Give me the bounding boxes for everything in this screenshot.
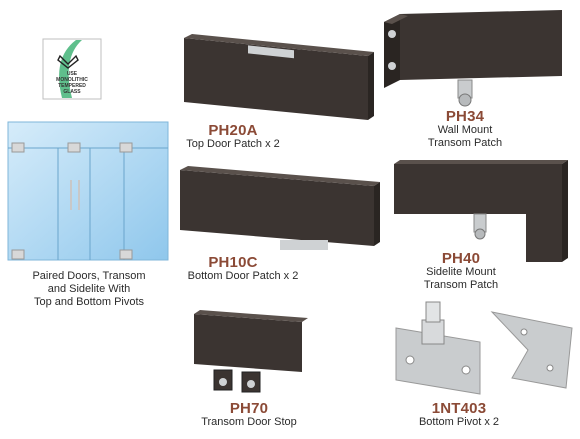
tempered-glass-badge: USE MONOLITHIC TEMPERED GLASS	[42, 38, 102, 100]
item-desc-1nt403: Bottom Pivot x 2	[394, 416, 524, 429]
badge-line-1: USE	[67, 71, 78, 77]
item-code-1nt403: 1NT403	[431, 400, 487, 417]
item-code-ph40: PH40	[441, 250, 481, 267]
badge-line-3: TEMPERED	[58, 83, 86, 89]
item-desc-ph10c-line-1: Bottom Door Patch x 2	[187, 270, 299, 282]
ph40-image	[394, 160, 568, 262]
item-desc-ph34: Wall Mount Transom Patch	[410, 124, 520, 150]
item-desc-ph40: Sidelite Mount Transom Patch	[406, 266, 516, 292]
item-desc-ph34-line-1: Wall Mount	[437, 124, 493, 136]
overview-caption-line-3: Top and Bottom Pivots	[33, 296, 145, 308]
badge-line-4: GLASS	[63, 89, 81, 95]
ph34-image	[384, 10, 562, 107]
overview-caption-line-1: Paired Doors, Transom	[32, 270, 146, 282]
item-desc-1nt403-line-1: Bottom Pivot x 2	[418, 416, 500, 428]
item-code-ph70: PH70	[229, 400, 269, 417]
item-desc-ph70-line-1: Transom Door Stop	[201, 416, 297, 428]
item-desc-ph70: Transom Door Stop	[184, 416, 314, 429]
item-desc-ph20a-line-1: Top Door Patch x 2	[186, 138, 280, 150]
overview-caption-line-2: and Sidelite With	[47, 283, 131, 295]
item-desc-ph40-line-1: Sidelite Mount	[426, 266, 496, 278]
ph70-image	[194, 310, 308, 393]
glass-icon	[57, 54, 79, 69]
ph10c-image	[180, 166, 380, 250]
1nt403-image	[395, 301, 573, 395]
overview-caption: Paired Doors, Transom and Sidelite With …	[6, 270, 172, 309]
item-code-ph20a: PH20A	[208, 122, 258, 139]
item-desc-ph34-line-2: Transom Patch	[427, 137, 503, 149]
item-code-ph10c: PH10C	[208, 254, 258, 271]
ph20a-image	[184, 34, 374, 120]
item-desc-ph10c: Bottom Door Patch x 2	[168, 270, 318, 283]
item-desc-ph40-line-2: Transom Patch	[423, 279, 499, 291]
door-overview-illustration	[7, 121, 169, 261]
item-code-ph34: PH34	[445, 108, 485, 125]
item-desc-ph20a: Top Door Patch x 2	[168, 138, 298, 151]
badge-line-2: MONOLITHIC	[56, 77, 88, 83]
